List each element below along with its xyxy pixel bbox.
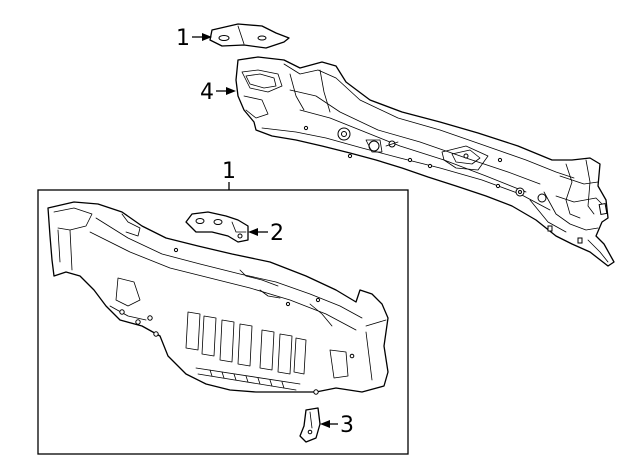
part-5-reinforcement-plate bbox=[209, 23, 290, 49]
callout-2: 2 bbox=[248, 221, 284, 246]
rear-panel bbox=[47, 201, 389, 395]
callout-3-label: 3 bbox=[340, 413, 354, 438]
callout-3-arrow bbox=[320, 420, 330, 428]
assembly-frame bbox=[37, 189, 409, 455]
part-2-latch-bracket bbox=[185, 211, 249, 243]
callout-3: 3 bbox=[320, 413, 354, 438]
callout-1-label: 1 bbox=[222, 159, 236, 184]
callout-5-label: 1 bbox=[176, 26, 190, 51]
callout-5-arrow bbox=[202, 33, 212, 41]
callout-2-label: 2 bbox=[270, 221, 284, 246]
callout-5: 1 bbox=[176, 26, 212, 51]
part-4-rear-crossmember bbox=[235, 56, 615, 267]
callout-4-label: 4 bbox=[200, 80, 214, 105]
callout-2-arrow bbox=[248, 228, 258, 236]
callout-1: 1 bbox=[222, 159, 236, 190]
callout-4: 4 bbox=[200, 80, 236, 105]
part-3-small-bracket bbox=[299, 407, 321, 443]
panel-slots bbox=[185, 311, 307, 375]
callout-4-arrow bbox=[226, 87, 236, 95]
